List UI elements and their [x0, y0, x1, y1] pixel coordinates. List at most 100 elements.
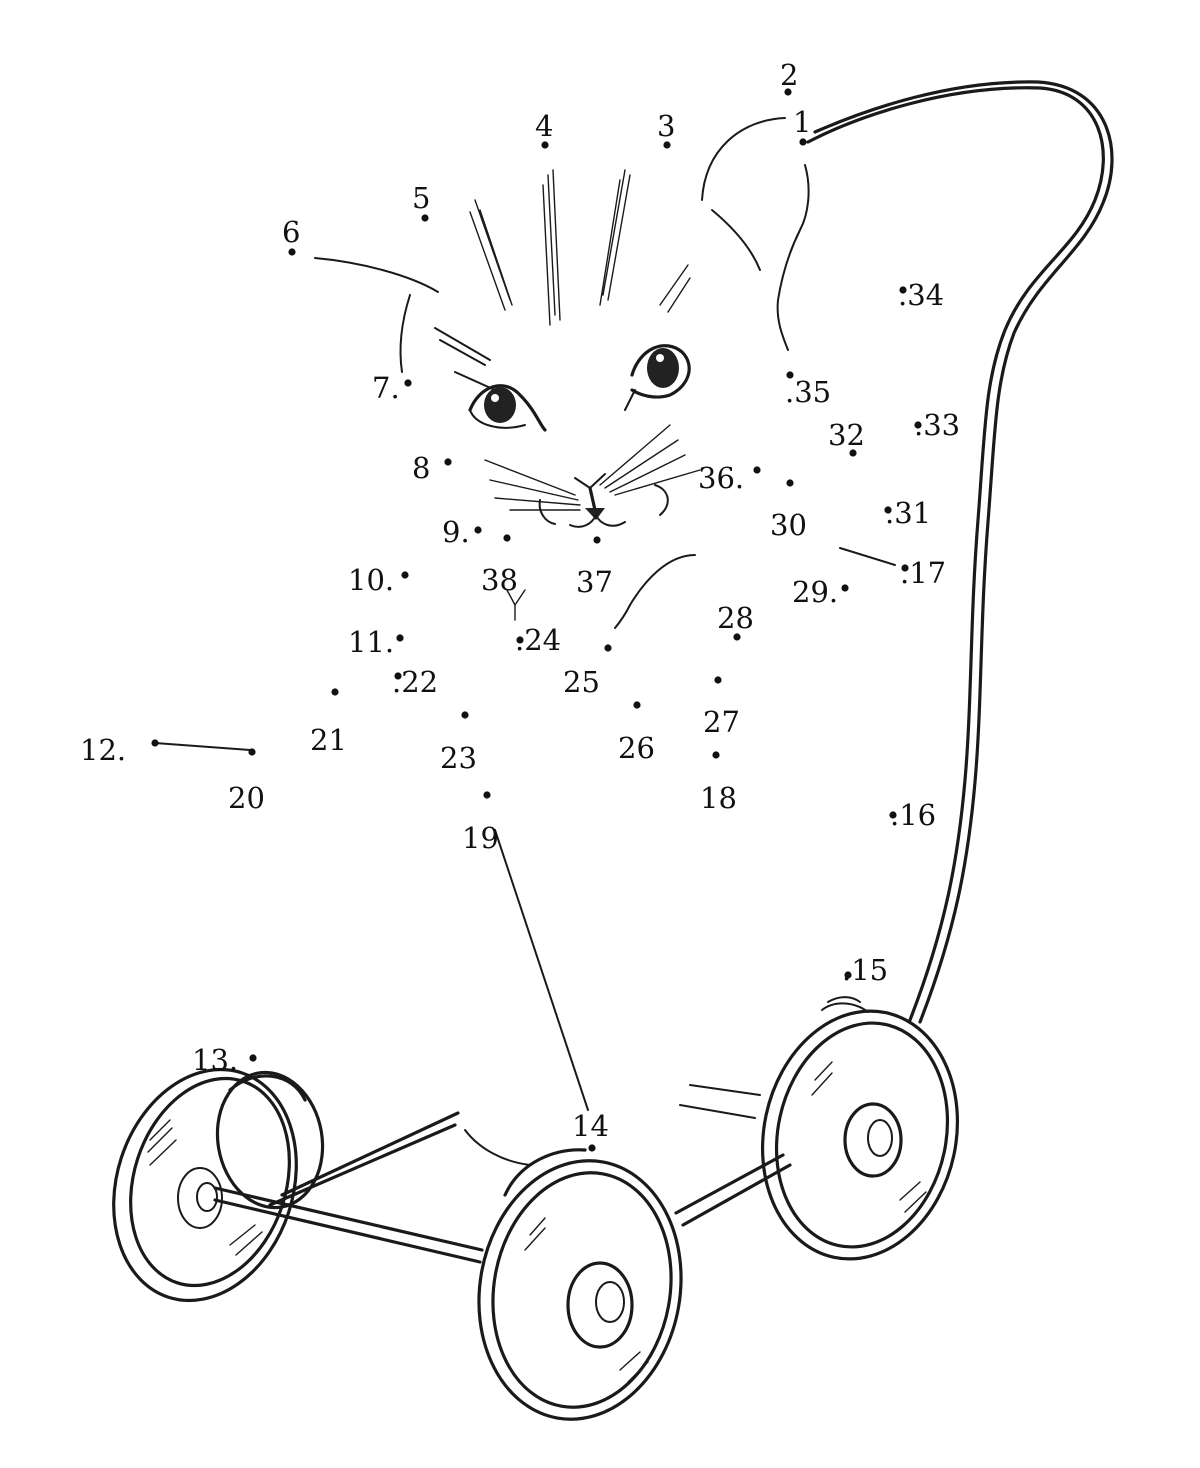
dot-point[interactable] [593, 536, 601, 544]
dot-point[interactable] [394, 672, 402, 680]
dot-37[interactable]: 37 [576, 536, 613, 599]
dot-point[interactable] [633, 701, 641, 709]
dot-point[interactable] [841, 584, 849, 592]
dot-27[interactable]: 27 [703, 676, 740, 739]
dot-point[interactable] [541, 141, 549, 149]
dot-20[interactable]: 20 [228, 748, 265, 815]
dot-3[interactable]: 3 [657, 109, 675, 149]
dot-point[interactable] [421, 214, 429, 222]
dot-19[interactable]: 19 [462, 791, 499, 855]
dot-11[interactable]: 11. [348, 625, 404, 659]
dot-point[interactable] [401, 571, 409, 579]
dot-12[interactable]: 12. [80, 733, 159, 767]
dot-13[interactable]: 13. [192, 1043, 257, 1077]
dot-34[interactable]: .34 [898, 278, 944, 312]
dot-number-label: 14 [572, 1109, 609, 1143]
dot-number-label: 25 [563, 665, 600, 699]
dot-point[interactable] [914, 421, 922, 429]
dot-7[interactable]: 7. [372, 371, 412, 405]
dot-30[interactable]: 30 [770, 479, 807, 542]
dot-33[interactable]: .33 [914, 408, 960, 442]
dot-35[interactable]: .35 [785, 371, 831, 409]
dot-point[interactable] [786, 479, 794, 487]
dot-point[interactable] [248, 748, 256, 756]
dot-23[interactable]: 23 [440, 711, 477, 775]
stroller-back-inner [813, 80, 1114, 1024]
dot-28[interactable]: 28 [717, 601, 754, 641]
dot-6[interactable]: 6 [282, 215, 300, 256]
dot-point[interactable] [784, 88, 792, 96]
dot-10[interactable]: 10. [348, 563, 409, 597]
dot-32[interactable]: 32 [828, 418, 865, 457]
dot-number-label: .31 [885, 496, 931, 530]
dot-number-label: 4 [535, 109, 553, 143]
dot-38[interactable]: 38 [481, 534, 518, 597]
dot-18[interactable]: 18 [700, 751, 737, 815]
dot-point[interactable] [899, 286, 907, 294]
dot-point[interactable] [884, 506, 892, 514]
dot-point[interactable] [396, 634, 404, 642]
dot-point[interactable] [288, 248, 296, 256]
dot-number-label: 12. [80, 733, 126, 767]
dot-5[interactable]: 5 [412, 181, 430, 222]
kitten-right-eye [624, 344, 691, 411]
dot-number-label: 11. [348, 625, 394, 659]
dot-point[interactable] [503, 534, 511, 542]
dot-17[interactable]: .17 [900, 556, 946, 590]
dot-point[interactable] [889, 811, 897, 819]
dot-point[interactable] [849, 449, 857, 457]
dot-number-label: 19 [462, 821, 499, 855]
dot-point[interactable] [461, 711, 469, 719]
dot-number-label: .22 [392, 665, 438, 699]
dot-number-label: 7. [372, 371, 400, 405]
dot-number-label: 32 [828, 418, 865, 452]
dot-1[interactable]: 1 [793, 105, 811, 146]
dot-31[interactable]: .31 [884, 496, 931, 530]
dot-26[interactable]: 26 [618, 701, 655, 765]
dot-number-label: .17 [900, 556, 946, 590]
stroller-back-outer [806, 86, 1105, 1022]
dot-point[interactable] [844, 971, 852, 979]
dot-4[interactable]: 4 [535, 109, 553, 149]
dot-number-label: 3 [657, 109, 675, 143]
dot-24[interactable]: .24 [515, 623, 561, 657]
dot-point[interactable] [901, 564, 909, 572]
dot-2[interactable]: 2 [780, 58, 798, 96]
printed-line-29-17 [839, 547, 896, 566]
dot-point[interactable] [733, 633, 741, 641]
dot-number-label: 10. [348, 563, 394, 597]
dot-point[interactable] [483, 791, 491, 799]
dot-9[interactable]: 9. [442, 515, 482, 549]
dot-point[interactable] [474, 526, 482, 534]
dot-number-label: 26 [618, 731, 655, 765]
dot-point[interactable] [404, 379, 412, 387]
dot-number-label: 13. [192, 1043, 238, 1077]
dot-15[interactable]: .15 [842, 953, 888, 987]
dot-point[interactable] [249, 1054, 257, 1062]
dot-point[interactable] [799, 138, 807, 146]
dot-point[interactable] [753, 466, 761, 474]
dot-21[interactable]: 21 [310, 688, 347, 757]
dot-22[interactable]: .22 [392, 665, 438, 699]
dot-point[interactable] [714, 676, 722, 684]
dot-36[interactable]: 36. [698, 461, 761, 495]
dot-point[interactable] [516, 636, 524, 644]
dot-point[interactable] [444, 458, 452, 466]
wheel-front-left [112, 1067, 298, 1303]
dot-point[interactable] [663, 141, 671, 149]
dot-point[interactable] [331, 688, 339, 696]
dot-16[interactable]: .16 [889, 798, 936, 832]
dot-point[interactable] [786, 371, 794, 379]
dot-8[interactable]: 8 [412, 451, 452, 485]
dot-point[interactable] [604, 644, 612, 652]
dot-point[interactable] [588, 1144, 596, 1152]
dot-25[interactable]: 25 [563, 644, 612, 699]
dot-point[interactable] [151, 739, 159, 747]
dot-point[interactable] [712, 751, 720, 759]
dot-29[interactable]: 29. [792, 575, 849, 609]
seat-edge [464, 1084, 761, 1166]
kitten-head-right-edge [776, 164, 810, 351]
dot-14[interactable]: 14 [572, 1109, 609, 1152]
kitten-left-cheek [399, 294, 411, 373]
